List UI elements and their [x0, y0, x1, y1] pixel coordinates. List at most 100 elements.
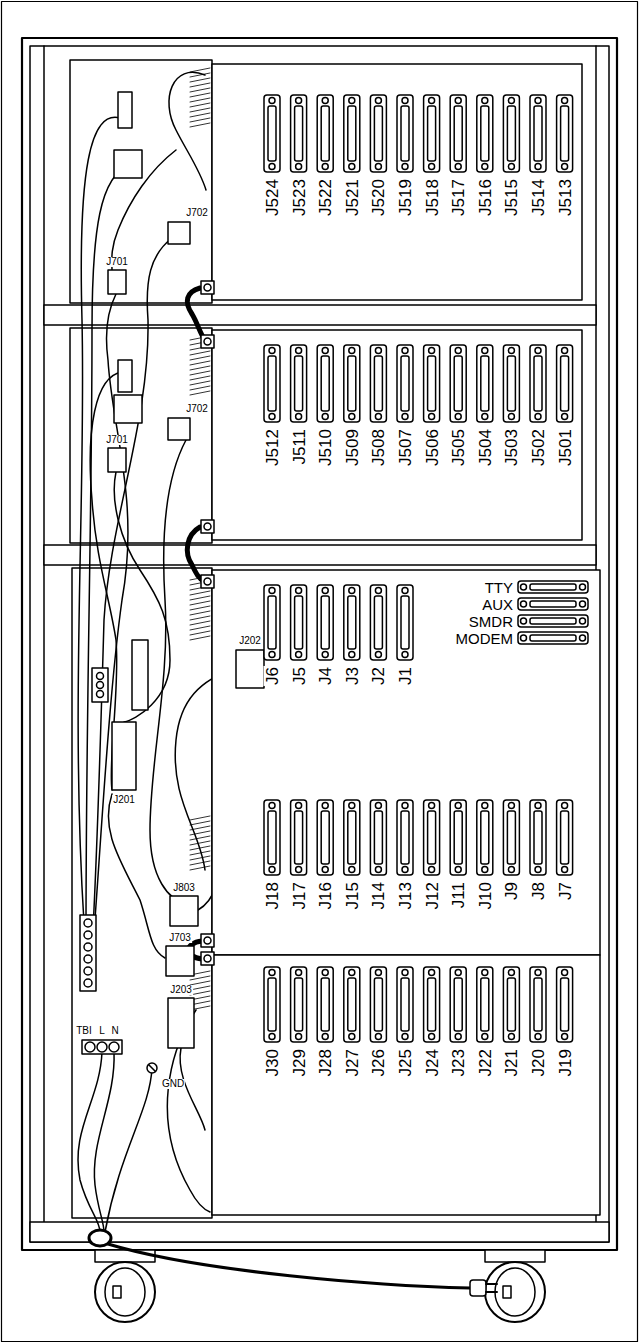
d-connector-screw: [562, 1034, 568, 1040]
hinge-hatch: [190, 113, 210, 117]
power-cord: [108, 1244, 470, 1288]
board-connector: [108, 448, 126, 472]
d-connector-screw: [349, 414, 355, 420]
d-connector-screw: [562, 164, 568, 170]
board-connector: [168, 222, 190, 244]
d-connector-screw: [508, 867, 514, 873]
d-connector: [557, 95, 573, 172]
d-connector-screw: [580, 584, 586, 590]
d-connector: [321, 106, 329, 161]
d-connector: [317, 800, 333, 875]
connector-label: J15: [343, 881, 360, 910]
d-connector: [268, 811, 276, 864]
connector-label: J27: [343, 1048, 360, 1077]
ground-screw: [147, 1063, 157, 1073]
d-connector-screw: [375, 414, 381, 420]
d-connector: [454, 811, 462, 864]
d-connector: [481, 811, 489, 864]
terminal-screw: [84, 931, 92, 939]
d-connector-screw: [375, 348, 381, 354]
d-connector-screw: [482, 98, 488, 104]
front-panel: [212, 955, 600, 1215]
board-connector: [132, 640, 148, 710]
d-connector-screw: [402, 348, 408, 354]
hinge-hatch: [190, 78, 210, 82]
terminal-screw: [85, 1042, 95, 1052]
cable: [92, 294, 128, 959]
d-connector-screw: [535, 803, 541, 809]
terminal-screw: [84, 967, 92, 975]
d-connector: [374, 978, 382, 1031]
d-connector: [295, 978, 303, 1031]
hinge-hatch: [190, 821, 210, 825]
connector-label: J506: [423, 428, 440, 467]
power-plug: [470, 1280, 486, 1296]
d-connector-screw: [375, 867, 381, 873]
connector-label: J524: [264, 178, 281, 217]
hinge-hatch: [190, 616, 210, 620]
d-connector-screw: [402, 1034, 408, 1040]
d-connector: [507, 811, 515, 864]
connector-label: J22: [476, 1048, 493, 1077]
hinge-hatch: [190, 986, 210, 990]
hinge-hatch: [190, 93, 210, 97]
d-connector: [268, 978, 276, 1031]
connector-label: J19: [556, 1048, 573, 1077]
hinge-hatch: [190, 366, 210, 370]
d-connector-screw: [429, 164, 435, 170]
d-connector-screw: [296, 414, 302, 420]
thick-cable: [187, 288, 206, 342]
d-connector-screw: [429, 803, 435, 809]
d-connector: [397, 800, 413, 875]
connector-label: J522: [317, 178, 334, 217]
connector-label: J24: [423, 1048, 440, 1077]
d-connector: [477, 345, 493, 422]
connector-label: J520: [370, 178, 387, 217]
d-connector-screw: [535, 970, 541, 976]
caster-wheel: [95, 1262, 155, 1322]
d-connector-screw: [521, 601, 527, 607]
terminal-screw: [84, 955, 92, 963]
hinge-hatch: [190, 841, 210, 845]
d-connector: [450, 800, 466, 875]
d-connector-screw: [269, 414, 275, 420]
d-connector: [450, 967, 466, 1042]
d-connector-screw: [535, 98, 541, 104]
d-connector: [454, 106, 462, 161]
hinge-hatch: [190, 356, 210, 360]
board-connector-label: J202: [238, 636, 262, 646]
panel-screw: [204, 338, 211, 345]
board-connector: [168, 418, 190, 440]
d-connector: [534, 978, 542, 1031]
d-connector: [291, 585, 307, 660]
d-connector-screw: [349, 98, 355, 104]
d-connector: [291, 345, 307, 422]
board-connector-label: J702: [185, 208, 209, 218]
hinge-hatch: [190, 351, 210, 355]
d-connector: [344, 585, 360, 660]
board-connector: [118, 360, 132, 392]
d-connector: [424, 95, 440, 172]
d-connector-screw: [402, 970, 408, 976]
panel-screw: [204, 955, 211, 962]
d-connector: [321, 978, 329, 1031]
hinge-hatch: [190, 68, 210, 72]
hinge-hatch: [190, 866, 210, 870]
connector-label: J511: [290, 428, 307, 466]
d-connector: [397, 95, 413, 172]
connector-label: J510: [317, 428, 334, 467]
thick-cable: [187, 527, 205, 582]
d-connector-screw: [296, 803, 302, 809]
d-connector: [264, 967, 280, 1042]
terminal-screw: [84, 919, 92, 927]
ground-screw: [149, 1065, 156, 1072]
d-connector: [370, 345, 386, 422]
d-connector-screw: [580, 635, 586, 641]
terminal-screw: [97, 673, 104, 680]
connector-label: J521: [343, 178, 360, 217]
d-connector-screw: [521, 618, 527, 624]
connector-label: J14: [370, 881, 387, 910]
connector-label: J9: [503, 881, 520, 901]
